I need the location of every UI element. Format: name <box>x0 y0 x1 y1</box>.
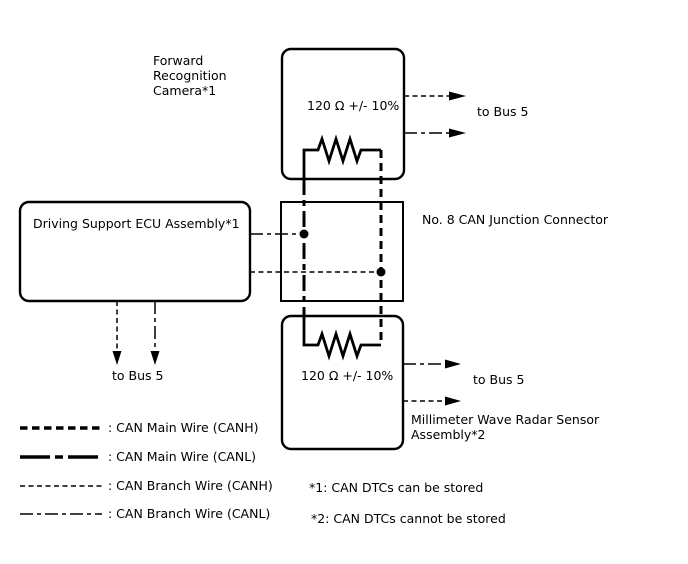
bus-label-bottom-left: to Bus 5 <box>112 368 163 383</box>
legend-label-branch-canh: : CAN Branch Wire (CANH) <box>108 478 273 493</box>
radar-resistor-value: 120 Ω +/- 10% <box>301 368 393 383</box>
ecu-label: Driving Support ECU Assembly*1 <box>33 216 240 231</box>
forward-recognition-camera-box <box>280 47 406 181</box>
ecu-bus-arrow-canl-head <box>150 351 160 365</box>
bus-label-bottom-right: to Bus 5 <box>473 372 524 387</box>
radar-bus-arrow-canl-head <box>445 359 461 369</box>
canh-junction-dot <box>376 267 386 277</box>
camera-label-line3: Camera*1 <box>153 83 216 98</box>
camera-label-line1: Forward <box>153 53 203 68</box>
camera-resistor-value: 120 Ω +/- 10% <box>307 98 399 113</box>
driving-support-ecu-box <box>18 200 252 303</box>
bus-label-top-right: to Bus 5 <box>477 104 528 119</box>
junction-connector-label: No. 8 CAN Junction Connector <box>422 212 609 227</box>
ecu-bus-arrow-canh-head <box>112 351 122 365</box>
legend-label-main-canh: : CAN Main Wire (CANH) <box>108 420 258 435</box>
legend-label-branch-canl: : CAN Branch Wire (CANL) <box>108 506 270 521</box>
camera-label-line2: Recognition <box>153 68 227 83</box>
camera-bus-arrow-canl-head <box>449 128 466 138</box>
radar-label-line1: Millimeter Wave Radar Sensor <box>411 412 600 427</box>
canl-junction-dot <box>299 229 309 239</box>
camera-termination-resistor <box>302 134 381 179</box>
radar-label-line2: Assembly*2 <box>411 427 485 442</box>
radar-bus-arrow-canh-head <box>445 396 461 406</box>
millimeter-wave-radar-box <box>280 314 405 451</box>
footnote-2: *2: CAN DTCs cannot be stored <box>311 511 506 526</box>
legend-label-main-canl: : CAN Main Wire (CANL) <box>108 449 256 464</box>
can-junction-connector-box <box>280 201 404 302</box>
footnote-1: *1: CAN DTCs can be stored <box>309 480 483 495</box>
camera-bus-arrow-canh-head <box>449 91 466 101</box>
radar-termination-resistor <box>302 316 381 361</box>
